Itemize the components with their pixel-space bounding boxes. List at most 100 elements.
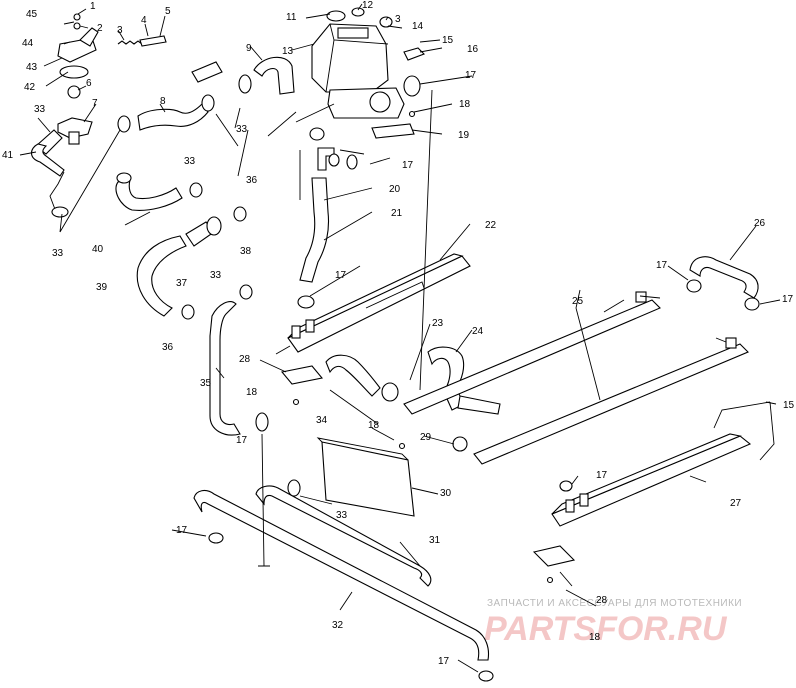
leader-lines <box>19 3 781 673</box>
callout-25: 25 <box>572 296 584 307</box>
hose-24-branch <box>457 395 501 415</box>
callout-18b: 18 <box>246 387 258 398</box>
clamp-t-2 <box>346 154 358 170</box>
rail-25-upper <box>403 299 661 415</box>
washer-2 <box>73 22 81 30</box>
clamp-37 <box>206 216 222 236</box>
callout-1: 1 <box>90 1 96 12</box>
callout-20: 20 <box>389 184 401 195</box>
thermostat-housing-assembly <box>30 13 167 218</box>
hose-9 <box>253 56 295 95</box>
callout-28a: 28 <box>239 354 251 365</box>
item-5 <box>139 35 167 47</box>
exchanger-27-top <box>551 433 742 515</box>
callout-31: 31 <box>429 535 441 546</box>
callout-22: 22 <box>485 220 497 231</box>
hose-41 <box>30 143 65 177</box>
clamp-17-26b <box>744 297 760 311</box>
rails-25 <box>403 291 749 465</box>
rail-upper-fitting <box>635 291 647 303</box>
callout-43: 43 <box>26 62 38 73</box>
upper-hoses <box>115 56 295 436</box>
callout-17d: 17 <box>782 294 794 305</box>
callout-18d: 18 <box>589 632 601 643</box>
hose-8 <box>137 103 209 131</box>
screw-18-right <box>546 576 554 584</box>
callout-38: 38 <box>240 246 252 257</box>
watermark-logo: PARTSFOR.RU <box>484 610 728 648</box>
clamp-33-hose8 <box>201 94 215 112</box>
callout-15: 15 <box>442 35 454 46</box>
clamp-40 <box>116 172 132 184</box>
screw-18-mid <box>398 442 406 450</box>
heat-exchanger-27 <box>551 433 752 527</box>
clamp-17-tube32 <box>208 532 224 544</box>
callout-40: 40 <box>92 244 104 255</box>
exchanger-top <box>287 253 464 339</box>
callout-17c: 17 <box>656 260 668 271</box>
clamp-36-upper <box>233 206 247 222</box>
clamp-33-mid <box>239 284 253 300</box>
callout-17f: 17 <box>176 525 188 536</box>
clamp-17-bottom <box>478 670 494 682</box>
callout-7: 7 <box>92 98 98 109</box>
clamp-17-left <box>255 412 269 432</box>
screw-18-top <box>408 110 416 118</box>
callout-3: 3 <box>117 25 123 36</box>
clamp-17-26a <box>686 279 702 293</box>
callout-36b: 36 <box>162 342 174 353</box>
hose-20-21 <box>299 177 330 283</box>
callout-11: 11 <box>286 12 297 23</box>
hose-41-tail <box>49 171 65 213</box>
clamp-33-upper <box>117 115 131 133</box>
callout-17h: 17 <box>236 435 248 446</box>
bracket-30 <box>316 437 415 517</box>
callout-17b: 17 <box>402 160 414 171</box>
cap-12 <box>351 7 365 17</box>
clamp-17-top <box>403 75 421 97</box>
clamp-33-left <box>51 206 69 218</box>
callout-3b: 3 <box>395 14 401 25</box>
t-connector <box>317 147 335 171</box>
callout-26: 26 <box>754 218 766 229</box>
reservoir-neck <box>337 27 369 39</box>
callout-42: 42 <box>24 82 36 93</box>
clamp-17-center <box>297 295 315 309</box>
bracket-19 <box>371 123 415 139</box>
callout-15b: 15 <box>783 400 795 411</box>
rail-lower-fitting <box>725 337 737 349</box>
callout-33b: 33 <box>236 124 248 135</box>
callout-29: 29 <box>420 432 432 443</box>
callout-18c: 18 <box>368 420 380 431</box>
coolant-reservoir-assembly <box>309 7 425 141</box>
pump-outlet <box>369 91 391 113</box>
hose-26 <box>689 256 759 299</box>
callout-18a: 18 <box>459 99 471 110</box>
pump-housing <box>327 87 405 119</box>
exchanger-fitting-1 <box>291 325 301 339</box>
rail-25-lower <box>473 343 749 465</box>
screw-18-left <box>292 398 300 406</box>
tube-31 <box>255 485 432 587</box>
callout-28b: 28 <box>596 595 608 606</box>
hose-39 <box>136 235 187 317</box>
callout-17e: 17 <box>596 470 608 481</box>
callout-33f: 33 <box>52 248 64 259</box>
lower-tubes <box>193 479 494 682</box>
callout-16: 16 <box>467 44 479 55</box>
seal-3 <box>379 16 393 28</box>
callout-numbers: 1 2 3 4 5 6 7 8 9 11 12 3 13 14 15 16 17… <box>2 0 795 667</box>
callout-23: 23 <box>432 318 444 329</box>
callout-17g: 17 <box>438 656 450 667</box>
callout-44: 44 <box>22 38 34 49</box>
hose-26-group <box>686 256 760 311</box>
bracket-30-plate <box>321 441 415 517</box>
gasket-plate <box>191 61 223 83</box>
base-neck <box>68 131 80 145</box>
callout-9: 9 <box>246 43 252 54</box>
callout-27: 27 <box>730 498 742 509</box>
callout-33c: 33 <box>184 156 196 167</box>
clamp-top-center <box>309 127 325 141</box>
